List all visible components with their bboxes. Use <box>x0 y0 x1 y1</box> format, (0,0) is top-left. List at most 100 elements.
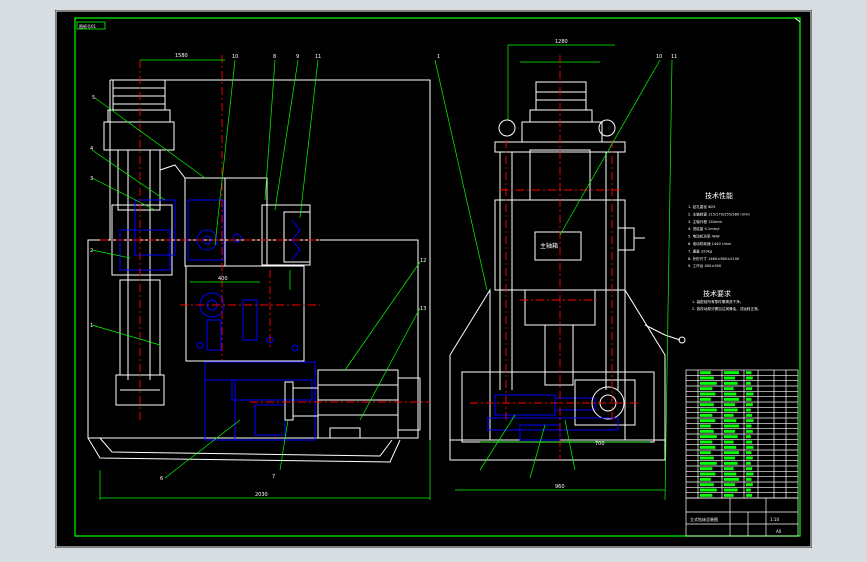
bom-cell-text <box>746 435 751 439</box>
bom-cell-text <box>700 392 716 396</box>
bom-cell-text <box>746 472 754 476</box>
bom-cell-text <box>724 493 734 497</box>
front-view <box>87 55 488 500</box>
bom-cell-text <box>746 440 753 444</box>
req-row: 1. 装配前所有零件需清洗干净。 <box>692 299 743 304</box>
bom-cell-text <box>700 435 717 439</box>
side-dim-mid: 700 <box>595 441 605 447</box>
label-3: 3 <box>90 176 93 182</box>
label-10: 10 <box>232 54 238 60</box>
label-2: 2 <box>90 248 93 254</box>
bom-cell-text <box>724 472 737 476</box>
panel-text: 主轴箱 <box>540 242 558 250</box>
side-labels: 1 10 11 1280 960 700 <box>437 39 677 490</box>
bom-cell-text <box>700 493 713 497</box>
bom-cell-text <box>746 397 752 401</box>
bom-cell-text <box>700 461 717 465</box>
bom-cell-text <box>724 445 737 449</box>
label-13: 13 <box>420 306 426 312</box>
tech-row: 8. 外形尺寸 1460×960×2100 <box>688 256 740 261</box>
tech-row: 5. 电动机功率 4kW <box>688 234 720 239</box>
bom-cell-text <box>746 477 752 481</box>
label-7: 7 <box>272 474 275 480</box>
bom-cell-text <box>746 381 751 385</box>
bom-cell-text <box>700 483 714 487</box>
req-row: 2. 各传动部分需加注润滑油，试运转正常。 <box>692 306 761 311</box>
dim-bottom: 2030 <box>255 492 268 498</box>
bom-cell-text <box>746 413 753 417</box>
bom-cell-text <box>700 429 714 433</box>
bom-cell-text <box>700 440 713 444</box>
tech-row: 4. 进给量 0.1mm/r <box>688 226 720 231</box>
bom-entries <box>700 371 754 497</box>
bom-cell-text <box>724 461 738 465</box>
title-block <box>685 497 799 537</box>
bom-cell-text <box>746 403 753 407</box>
label-12: 12 <box>420 258 426 264</box>
bom-cell-text <box>746 392 754 396</box>
bom-cell-text <box>724 483 735 487</box>
bom-cell-text <box>746 461 751 465</box>
bom-cell-text <box>746 456 753 460</box>
bom-cell-text <box>724 456 735 460</box>
bom-cell-text <box>700 371 711 375</box>
side-label-10: 10 <box>656 54 662 60</box>
bom-cell-text <box>746 371 752 375</box>
bom-cell-text <box>746 429 753 433</box>
bom-cell-text <box>700 397 711 401</box>
bom-cell-text <box>700 419 716 423</box>
bom-cell-text <box>724 376 735 380</box>
corner-mark <box>794 17 801 23</box>
bom-cell-text <box>746 467 753 471</box>
dim-top: 1580 <box>175 53 188 59</box>
label-4: 4 <box>90 146 93 152</box>
tech-row: 6. 电动机转速 1440 r/min <box>688 241 731 246</box>
bom-cell-text <box>700 451 711 455</box>
bom-cell-text <box>746 408 751 412</box>
tech-row: 1. 钻孔直径 Φ25 <box>688 204 716 209</box>
label-8: 8 <box>273 54 276 60</box>
bom-cell-text <box>700 472 716 476</box>
req-title: 技术要求 <box>703 289 731 298</box>
bom-cell-text <box>724 381 738 385</box>
title-name: 立式钻床总装图 <box>690 516 718 522</box>
label-1: 1 <box>90 323 93 329</box>
bom-cell-text <box>700 387 713 391</box>
label-9: 9 <box>296 54 299 60</box>
bom-cell-text <box>700 408 717 412</box>
bom-cell-text <box>700 376 714 380</box>
bom-cell-text <box>724 413 734 417</box>
bom-cell-text <box>746 445 754 449</box>
bom-cell-text <box>700 456 714 460</box>
bom-cell-text <box>724 403 735 407</box>
bom-cell-text <box>700 477 711 481</box>
bom-cell-text <box>700 424 711 428</box>
bom-cell-text <box>724 440 734 444</box>
bom-cell-text <box>724 467 734 471</box>
side-label-1: 1 <box>437 54 440 60</box>
outer-border <box>55 10 812 548</box>
side-dim-bottom: 960 <box>555 484 565 490</box>
bom-cell-text <box>746 424 752 428</box>
side-dim-top: 1280 <box>555 39 568 45</box>
tech-row: 9. 工作台 400×500 <box>688 263 722 268</box>
bom-cell-text <box>724 424 739 428</box>
bom-cell-text <box>724 408 738 412</box>
corner-tag-box <box>76 21 106 30</box>
bom-cell-text <box>724 387 734 391</box>
bom-cell-text <box>700 403 714 407</box>
tech-row: 2. 主轴转速 115/170/255/380 r/min <box>688 211 750 216</box>
bom-table <box>685 369 799 499</box>
bom-cell-text <box>700 488 717 492</box>
bom-cell-text <box>724 371 739 375</box>
label-5: 5 <box>92 95 95 101</box>
bom-cell-text <box>746 488 751 492</box>
dim-mid: 400 <box>218 276 228 282</box>
bom-cell-text <box>724 419 737 423</box>
drawing-canvas <box>55 10 812 548</box>
bom-cell-text <box>700 467 713 471</box>
bom-cell-text <box>700 381 717 385</box>
bom-cell-text <box>724 397 739 401</box>
